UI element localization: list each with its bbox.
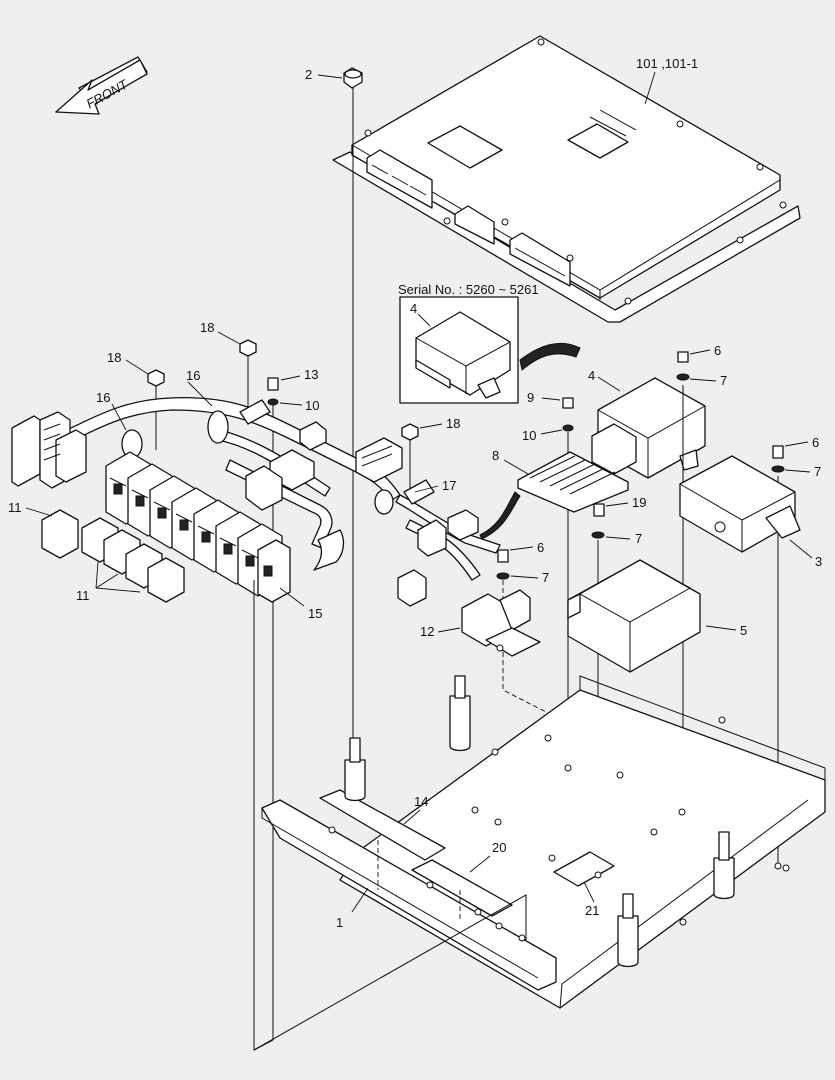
- callout-6-mid: 6: [537, 540, 544, 555]
- screw-6-right: [771, 445, 785, 473]
- callout-5: 5: [740, 623, 747, 638]
- callout-16-b: 16: [96, 390, 110, 405]
- stud: [344, 737, 366, 802]
- stud: [449, 675, 471, 752]
- callout-10-left: 10: [305, 398, 319, 413]
- base-plate: [261, 675, 826, 1009]
- bolt-18-c: [401, 423, 419, 441]
- callout-1: 1: [336, 915, 343, 930]
- callout-17: 17: [442, 478, 456, 493]
- screw-19: [593, 503, 605, 517]
- callout-20: 20: [492, 840, 506, 855]
- callout-14: 14: [414, 794, 428, 809]
- callout-3: 3: [815, 554, 822, 569]
- heatsink-8: [479, 451, 629, 540]
- callout-11-a: 11: [8, 500, 22, 515]
- wiring-harness: [61, 396, 501, 607]
- callout-2: 2: [305, 67, 312, 82]
- callout-7-top: 7: [720, 373, 727, 388]
- serial-note: Serial No. : 5260 ~ 5261: [398, 282, 539, 297]
- callout-18-c: 18: [446, 416, 460, 431]
- serial-inset: [399, 296, 519, 404]
- washer-10-left: [267, 398, 279, 406]
- box-3: [679, 455, 801, 553]
- relays-11: [41, 509, 185, 603]
- washer-7-mid: [591, 531, 605, 539]
- fuse-connectors-left: [11, 411, 87, 489]
- callout-16-a: 16: [186, 368, 200, 383]
- callout-7-mid: 7: [635, 531, 642, 546]
- callout-18-b: 18: [200, 320, 214, 335]
- washer-7-relay: [496, 572, 510, 580]
- screw-6-mid: [497, 549, 509, 563]
- callout-4: 4: [588, 368, 595, 383]
- callout-21: 21: [585, 903, 599, 918]
- module-4: [591, 377, 706, 479]
- callout-4-inset: 4: [410, 301, 417, 316]
- callout-7-right: 7: [814, 464, 821, 479]
- bolt-18-a: [147, 369, 165, 387]
- block-5: [567, 559, 701, 673]
- bolt-2: [343, 67, 363, 89]
- relay-row-15: [105, 451, 291, 603]
- callout-19: 19: [632, 495, 646, 510]
- callout-11-b: 11: [76, 588, 90, 603]
- callout-18-a: 18: [107, 350, 121, 365]
- relay-12: [461, 589, 541, 657]
- callout-12: 12: [420, 624, 434, 639]
- callout-15: 15: [308, 606, 322, 621]
- washer-10: [562, 424, 574, 432]
- stud: [617, 893, 639, 968]
- callout-7-relay: 7: [542, 570, 549, 585]
- callout-10-mid: 10: [522, 428, 536, 443]
- bolt-18-b: [239, 339, 257, 357]
- front-arrow: FRONT: [55, 56, 148, 115]
- callout-8: 8: [492, 448, 499, 463]
- callout-101: 101 ,101-1: [636, 56, 698, 71]
- callout-6-top: 6: [714, 343, 721, 358]
- screw-9: [562, 397, 574, 409]
- screw-6-top: [676, 351, 690, 381]
- controller-unit: [332, 35, 801, 323]
- callout-9: 9: [527, 390, 534, 405]
- callout-13: 13: [304, 367, 318, 382]
- callout-6-right: 6: [812, 435, 819, 450]
- screw-13: [267, 377, 279, 391]
- stud: [713, 831, 735, 900]
